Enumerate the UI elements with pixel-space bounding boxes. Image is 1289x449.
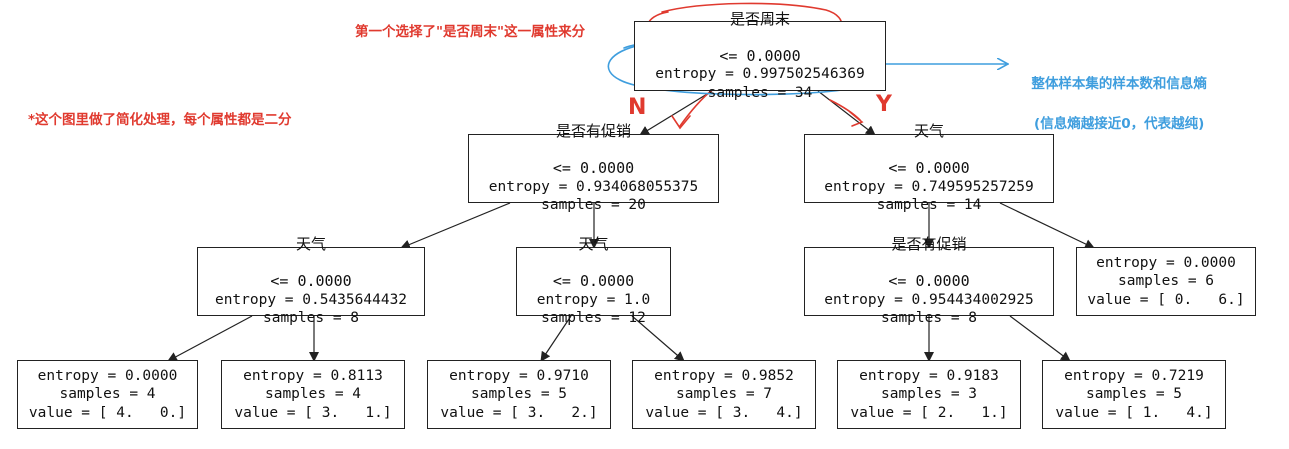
- node-entropy: entropy = 0.0000: [37, 367, 178, 384]
- node-samples: samples = 34: [707, 84, 813, 101]
- tree-node-l1-left: 是否有促销 <= 0.0000 entropy = 0.934068055375…: [468, 122, 719, 213]
- node-entropy: entropy = 0.749595257259: [824, 178, 1034, 195]
- node-value: value = [ 0. 6.]: [1087, 291, 1245, 308]
- tree-node-l2-a: 天气 <= 0.0000 entropy = 0.5435644432 samp…: [197, 235, 425, 326]
- node-entropy: entropy = 0.954434002925: [824, 291, 1034, 308]
- node-feature: 天气: [913, 122, 944, 141]
- node-samples: samples = 4: [59, 386, 156, 403]
- node-value: value = [ 1. 4.]: [1055, 404, 1213, 421]
- node-value: value = [ 2. 1.]: [850, 404, 1008, 421]
- node-feature: 天气: [578, 235, 609, 254]
- node-feature: 是否有促销: [891, 235, 967, 254]
- node-value: value = [ 3. 1.]: [234, 404, 392, 421]
- node-threshold: <= 0.0000: [270, 272, 352, 291]
- tree-leaf-1: entropy = 0.0000 samples = 4 value = [ 4…: [17, 360, 198, 429]
- node-entropy: entropy = 1.0: [536, 291, 651, 308]
- node-entropy: entropy = 0.9183: [859, 367, 999, 384]
- edge-root-right: [817, 90, 876, 136]
- node-threshold: <= 0.0000: [888, 272, 970, 291]
- annotation-entropy: 整体样本集的样本数和信息熵 (信息熵越接近0，代表越纯): [1022, 54, 1207, 134]
- tree-leaf-4: entropy = 0.9852 samples = 7 value = [ 3…: [632, 360, 816, 429]
- edge-a-leaf1: [167, 315, 253, 362]
- tree-leaf-6: entropy = 0.7219 samples = 5 value = [ 1…: [1042, 360, 1226, 429]
- node-samples: samples = 5: [1085, 386, 1183, 403]
- node-value: value = [ 4. 0.]: [28, 404, 187, 421]
- tree-node-l1-right: 天气 <= 0.0000 entropy = 0.749595257259 sa…: [804, 122, 1054, 213]
- node-condition: 是否有促销 <= 0.0000: [888, 235, 969, 291]
- annotation-first-split: 第一个选择了"是否周末"这一属性来分: [355, 24, 586, 40]
- tree-leaf-2: entropy = 0.8113 samples = 4 value = [ 3…: [221, 360, 405, 429]
- node-entropy: entropy = 0.997502546369: [655, 66, 865, 83]
- edge-root-left: [639, 90, 713, 136]
- node-threshold: <= 0.0000: [552, 272, 635, 291]
- node-samples: samples = 7: [675, 386, 773, 403]
- node-entropy: entropy = 0.9852: [654, 367, 794, 384]
- node-feature: 是否有促销: [555, 122, 631, 141]
- node-threshold: <= 0.0000: [552, 159, 635, 178]
- edge-b-leaf4: [631, 315, 685, 362]
- branch-label-y: Y: [876, 92, 892, 117]
- node-condition: 是否周末 <= 0.0000: [719, 10, 800, 66]
- tree-leaf-3: entropy = 0.9710 samples = 5 value = [ 3…: [427, 360, 611, 429]
- node-entropy: entropy = 0.9710: [449, 367, 589, 384]
- tree-leaf-l2-d: entropy = 0.0000 samples = 6 value = [ 0…: [1076, 247, 1256, 316]
- node-entropy: entropy = 0.0000: [1096, 254, 1236, 271]
- node-samples: samples = 12: [541, 310, 646, 327]
- node-condition: 天气 <= 0.0000: [270, 235, 351, 291]
- annotation-entropy-line1: 整体样本集的样本数和信息熵: [1031, 76, 1207, 92]
- node-condition: 天气 <= 0.0000: [888, 122, 969, 178]
- edge-l1l-a: [400, 202, 511, 250]
- node-value: value = [ 3. 4.]: [645, 404, 803, 421]
- red-arrow-n: [679, 89, 713, 127]
- node-condition: 是否有促销 <= 0.0000: [553, 122, 634, 178]
- edge-c-leaf6: [1009, 315, 1071, 362]
- node-condition: 天气 <= 0.0000: [553, 235, 634, 291]
- node-threshold: <= 0.0000: [888, 159, 970, 178]
- node-feature: 天气: [295, 235, 326, 254]
- node-entropy: entropy = 0.5435644432: [214, 291, 408, 308]
- tree-node-root: 是否周末 <= 0.0000 entropy = 0.997502546369 …: [634, 10, 886, 101]
- edge-b-leaf3: [540, 315, 572, 362]
- node-samples: samples = 8: [880, 310, 978, 327]
- edge-l1r-d: [999, 202, 1095, 249]
- node-samples: samples = 6: [1117, 273, 1215, 290]
- node-samples: samples = 8: [262, 310, 360, 327]
- node-entropy: entropy = 0.7219: [1064, 367, 1204, 384]
- branch-label-n: N: [628, 95, 647, 120]
- tree-leaf-5: entropy = 0.9183 samples = 3 value = [ 2…: [837, 360, 1021, 429]
- tree-node-l2-b: 天气 <= 0.0000 entropy = 1.0 samples = 12: [516, 235, 671, 326]
- node-threshold: <= 0.0000: [719, 46, 801, 65]
- node-entropy: entropy = 0.934068055375: [488, 178, 699, 195]
- node-feature: 是否周末: [729, 9, 790, 28]
- tree-node-l2-c: 是否有促销 <= 0.0000 entropy = 0.954434002925…: [804, 235, 1054, 326]
- annotation-simplified: *这个图里做了简化处理，每个属性都是二分: [28, 112, 292, 128]
- node-entropy: entropy = 0.8113: [243, 367, 383, 384]
- node-samples: samples = 20: [541, 197, 646, 214]
- node-value: value = [ 3. 2.]: [440, 404, 598, 421]
- node-samples: samples = 5: [470, 386, 568, 403]
- node-samples: samples = 14: [876, 197, 982, 214]
- annotation-entropy-line2: (信息熵越接近0，代表越纯): [1034, 116, 1205, 132]
- node-samples: samples = 4: [264, 386, 362, 403]
- node-samples: samples = 3: [880, 386, 978, 403]
